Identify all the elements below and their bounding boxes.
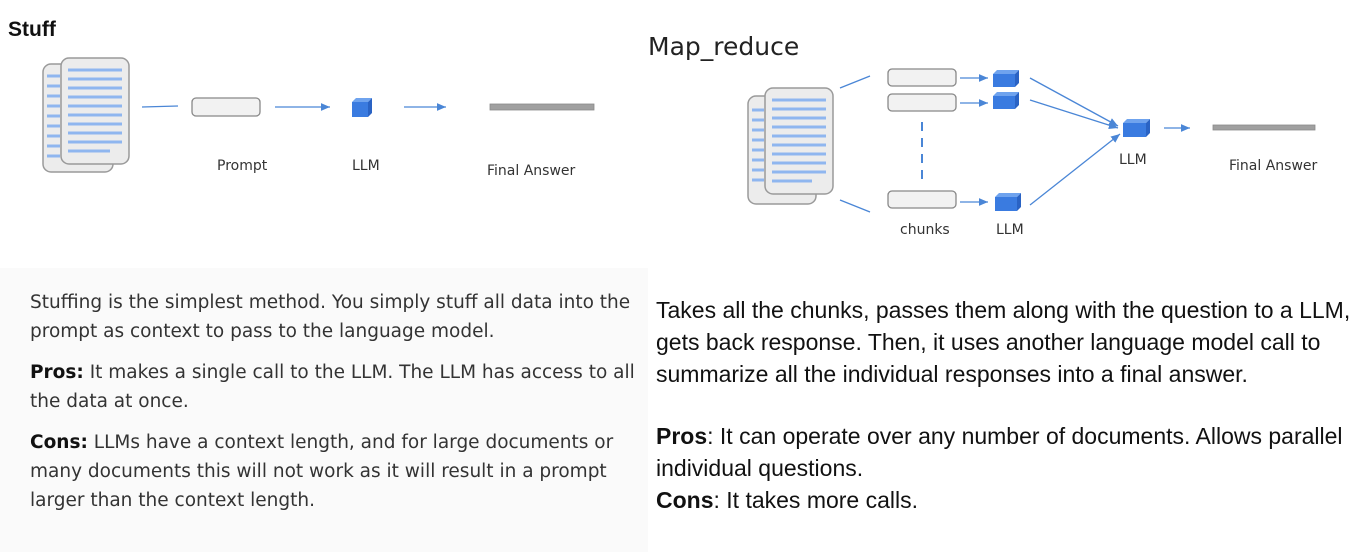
mr-converge-arrow-3 (1029, 133, 1121, 206)
map-reduce-description-block: Takes all the chunks, passes them along … (656, 294, 1360, 516)
mr-chunk-box-2 (887, 93, 957, 112)
mr-pros-text: : It can operate over any number of docu… (656, 423, 1343, 481)
mr-pros: Pros: It can operate over any number of … (656, 420, 1360, 484)
mr-llm-cube-icon-1 (993, 70, 1019, 87)
mr-split-line-bottom (839, 199, 871, 213)
stuff-documents-icon (42, 57, 130, 173)
mr-cons: Cons: It takes more calls. (656, 484, 1360, 516)
mr-llm-cube-icon-3 (995, 193, 1021, 211)
mr-chunks-label: chunks (900, 222, 950, 238)
mr-llm-small-label: LLM (996, 222, 1024, 238)
mr-pros-label: Pros (656, 423, 708, 449)
stuff-pros: Pros: It makes a single call to the LLM.… (30, 358, 642, 416)
stuff-pros-label: Pros: (30, 362, 84, 383)
left-text-panel (0, 268, 648, 552)
mr-converge-arrow-2 (1029, 99, 1119, 129)
stuff-final-answer-label: Final Answer (487, 163, 576, 179)
stuff-prompt-label: Prompt (217, 158, 268, 174)
mr-cons-text: : It takes more calls. (713, 487, 919, 513)
mr-description: Takes all the chunks, passes them along … (656, 297, 1351, 387)
mr-cons-label: Cons (656, 487, 714, 513)
mr-final-answer-bar (1212, 124, 1316, 131)
mr-llm-label: LLM (1119, 152, 1147, 168)
stuff-title: Stuff (8, 18, 56, 41)
stuff-cons-label: Cons: (30, 432, 88, 453)
stuff-pros-text: It makes a single call to the LLM. The L… (30, 362, 635, 412)
mr-llm-cube-icon-2 (993, 92, 1019, 109)
stuff-cons: Cons: LLMs have a context length, and fo… (30, 428, 642, 515)
stuff-description-block: Stuffing is the simplest method. You sim… (30, 288, 642, 527)
diagrams-canvas (42, 57, 1316, 213)
map-reduce-title: Map_reduce (648, 32, 800, 61)
stuff-final-answer-bar (489, 103, 595, 111)
stuff-description: Stuffing is the simplest method. You sim… (30, 292, 631, 342)
stuff-llm-cube-icon (352, 98, 372, 117)
mr-final-llm-cube-icon (1123, 119, 1150, 137)
stuff-llm-label: LLM (352, 158, 380, 174)
stuff-connector-line (141, 105, 179, 108)
mr-chunk-box-3 (887, 190, 957, 209)
mr-converge-arrow-1 (1029, 77, 1119, 127)
mr-chunk-box-1 (887, 68, 957, 87)
stuff-cons-text: LLMs have a context length, and for larg… (30, 432, 614, 511)
mr-final-answer-label: Final Answer (1229, 158, 1318, 174)
map-reduce-documents-icon (747, 87, 834, 205)
stuff-prompt-box (191, 97, 261, 117)
mr-split-line-top (839, 75, 871, 89)
